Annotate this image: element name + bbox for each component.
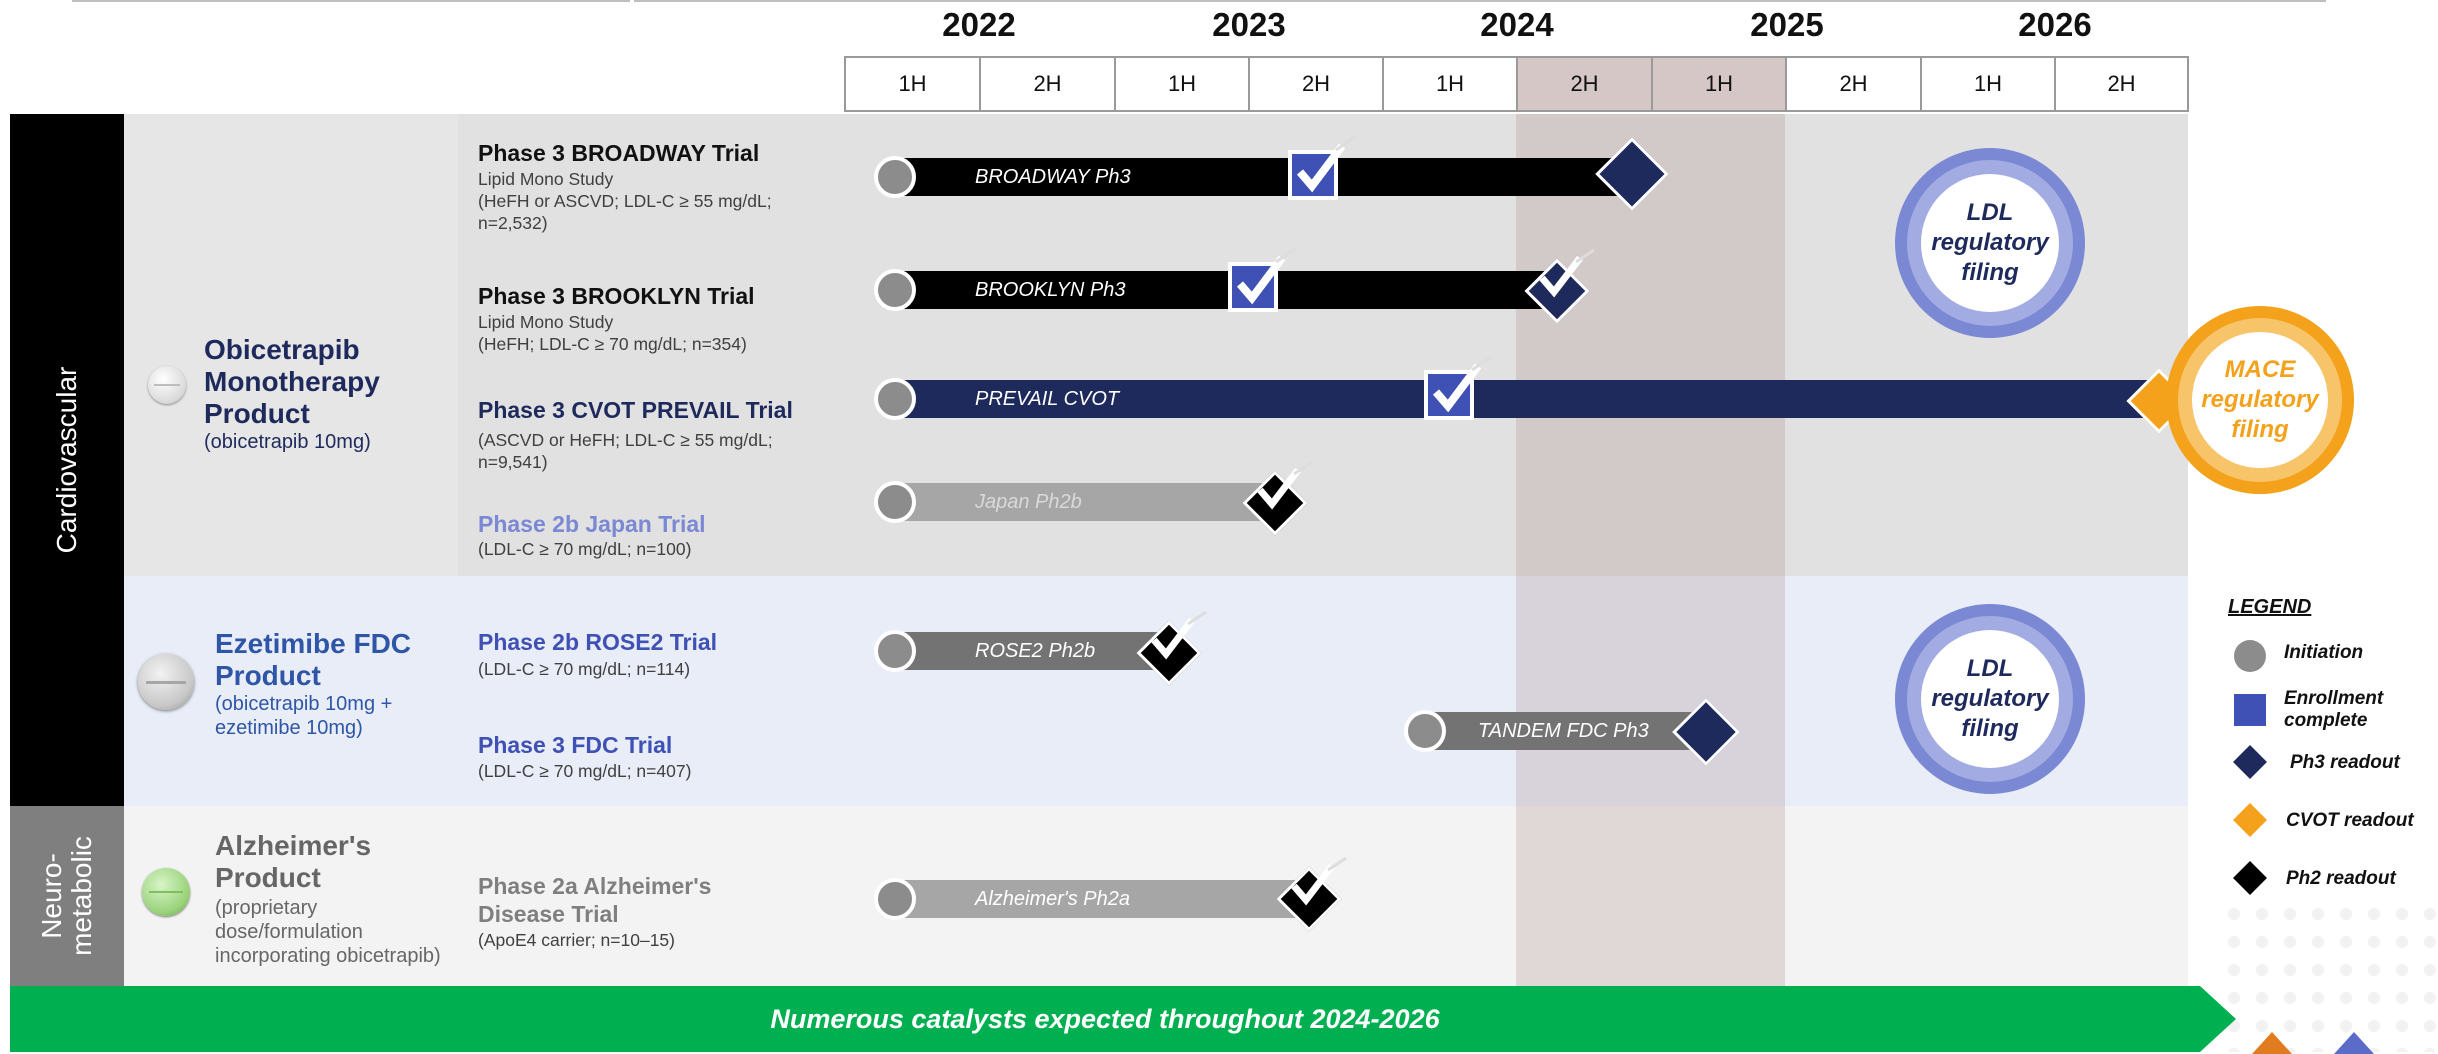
bar-tandem-label: TANDEM FDC Ph3: [1478, 720, 1649, 742]
legend-enrollment-label: Enrollment complete: [2284, 688, 2384, 731]
bar-japan-label: Japan Ph2b: [975, 491, 1082, 513]
section-cardiovascular-label: Cardiovascular: [51, 366, 82, 554]
half-2025-1h: 1H: [1651, 56, 1785, 112]
initiation-dot-japan: [874, 481, 916, 523]
section-neurometabolic: Neuro- metabolic: [10, 806, 124, 986]
trial-prevail-details: (ASCVD or HeFH; LDL-C ≥ 55 mg/dL; n=9,54…: [478, 430, 773, 472]
half-2022-2h: 2H: [979, 56, 1114, 112]
enrollment-check-brooklyn: [1226, 246, 1306, 323]
neuro-line-2: metabolic: [66, 836, 97, 956]
readout-window-highlight: [1516, 114, 1785, 986]
bar-japan: [894, 483, 1274, 521]
ph3-readout-check-brooklyn: [1530, 248, 1600, 313]
initiation-dot-tandem: [1404, 710, 1446, 752]
bar-prevail: [894, 380, 2166, 418]
white-pill-icon: [148, 366, 186, 404]
legend-ph2-label: Ph2 readout: [2286, 868, 2396, 889]
section-cardiovascular: Cardiovascular: [10, 114, 124, 806]
catalyst-banner-text: Numerous catalysts expected throughout 2…: [770, 1004, 1440, 1034]
half-2022-1h: 1H: [844, 56, 979, 112]
bar-prevail-label: PREVAIL CVOT: [975, 388, 1120, 410]
year-2026: 2026: [2018, 6, 2092, 43]
trial-japan-details: (LDL-C ≥ 70 mg/dL; n=100): [478, 539, 692, 559]
product-fdc-title: Ezetimibe FDC Product: [215, 628, 412, 691]
bar-brooklyn: [894, 271, 1554, 309]
year-2023: 2023: [1212, 6, 1286, 43]
top-rule-left: [72, 0, 630, 2]
half-2024-2h: 2H: [1516, 56, 1651, 112]
bar-alz-label: Alzheimer's Ph2a: [975, 888, 1130, 910]
trial-broadway-details: Lipid Mono Study (HeFH or ASCVD; LDL-C ≥…: [478, 169, 772, 233]
catalyst-banner: [10, 986, 2236, 1052]
trial-rose2-details: (LDL-C ≥ 70 mg/dL; n=114): [478, 659, 691, 679]
ldl-filing-label-fdc: LDL regulatory filing: [1921, 630, 2059, 768]
gray-pill-icon: [138, 654, 194, 710]
legend-cvot-icon: [2233, 803, 2267, 837]
half-2026-2h: 2H: [2054, 56, 2189, 112]
year-2025: 2025: [1750, 6, 1824, 43]
section-neurometabolic-label: Neuro- metabolic: [36, 836, 97, 956]
legend-cvot-label: CVOT readout: [2286, 810, 2414, 831]
half-2023-2h: 2H: [1248, 56, 1382, 112]
legend-ph3-label: Ph3 readout: [2290, 752, 2400, 773]
decorative-blue-triangle: [2334, 1032, 2374, 1054]
mace-filing-label: MACE regulatory filing: [2192, 332, 2328, 468]
initiation-dot-broadway: [874, 156, 916, 198]
half-2025-2h: 2H: [1785, 56, 1920, 112]
ldl-filing-label-mono: LDL regulatory filing: [1921, 174, 2059, 312]
bar-brooklyn-label: BROOKLYN Ph3: [975, 279, 1126, 301]
product-fdc-subtitle: (obicetrapib 10mg + ezetimibe 10mg): [215, 693, 393, 739]
legend-title: LEGEND: [2228, 596, 2312, 618]
legend-enrollment-icon: [2234, 694, 2266, 726]
legend-ph2-icon: [2233, 861, 2267, 895]
trial-broadway-title: Phase 3 BROADWAY Trial: [478, 140, 760, 166]
band-fdc: [124, 576, 2188, 806]
ph2-readout-check-japan: [1248, 460, 1318, 525]
product-mono-title: Obicetrapib Monotherapy Product: [204, 334, 380, 429]
trial-fdc-details: (LDL-C ≥ 70 mg/dL; n=407): [478, 761, 692, 781]
initiation-dot-brooklyn: [874, 269, 916, 311]
bar-broadway: [894, 158, 1632, 196]
bar-broadway-label: BROADWAY Ph3: [975, 166, 1131, 188]
band-label-column-shade: [124, 114, 458, 576]
trial-fdc-title: Phase 3 FDC Trial: [478, 732, 673, 758]
initiation-dot-prevail: [874, 378, 916, 420]
initiation-dot-alz: [874, 878, 916, 920]
trial-brooklyn-details: Lipid Mono Study (HeFH; LDL-C ≥ 70 mg/dL…: [478, 312, 747, 354]
enrollment-check-broadway: [1286, 134, 1366, 211]
green-pill-icon: [142, 868, 190, 916]
legend-initiation-icon: [2234, 640, 2266, 672]
product-mono-subtitle: (obicetrapib 10mg): [204, 431, 371, 453]
ph2-readout-check-alz: [1282, 856, 1352, 921]
trial-prevail-title: Phase 3 CVOT PREVAIL Trial: [478, 397, 793, 423]
decorative-dots-pattern: [2220, 900, 2438, 1052]
bar-tandem: [1424, 712, 1704, 750]
legend-initiation-label: Initiation: [2284, 642, 2364, 663]
trial-alz-details: (ApoE4 carrier; n=10–15): [478, 930, 675, 950]
legend-ph3-icon: [2233, 745, 2267, 779]
bar-rose2: [894, 632, 1166, 670]
half-2023-1h: 1H: [1114, 56, 1248, 112]
product-alz-title: Alzheimer's Product: [215, 830, 372, 893]
year-2024: 2024: [1480, 6, 1554, 43]
enrollment-check-prevail: [1422, 354, 1502, 431]
initiation-dot-rose2: [874, 630, 916, 672]
ph2-readout-check-rose2: [1142, 610, 1212, 675]
bar-rose2-label: ROSE2 Ph2b: [975, 640, 1096, 662]
trial-alz-title: Phase 2a Alzheimer's Disease Trial: [478, 873, 712, 927]
trial-japan-title: Phase 2b Japan Trial: [478, 511, 706, 537]
neuro-line-1: Neuro-: [36, 853, 67, 939]
product-alz-subtitle: (proprietary dose/formulation incorporat…: [215, 897, 441, 967]
half-2024-1h: 1H: [1382, 56, 1516, 112]
trial-rose2-title: Phase 2b ROSE2 Trial: [478, 629, 718, 655]
half-2026-1h: 1H: [1920, 56, 2054, 112]
decorative-orange-triangle: [2252, 1032, 2292, 1054]
top-rule-right: [634, 0, 2326, 2]
bar-alz: [894, 880, 1306, 918]
year-2022: 2022: [942, 6, 1016, 43]
trial-brooklyn-title: Phase 3 BROOKLYN Trial: [478, 283, 755, 309]
